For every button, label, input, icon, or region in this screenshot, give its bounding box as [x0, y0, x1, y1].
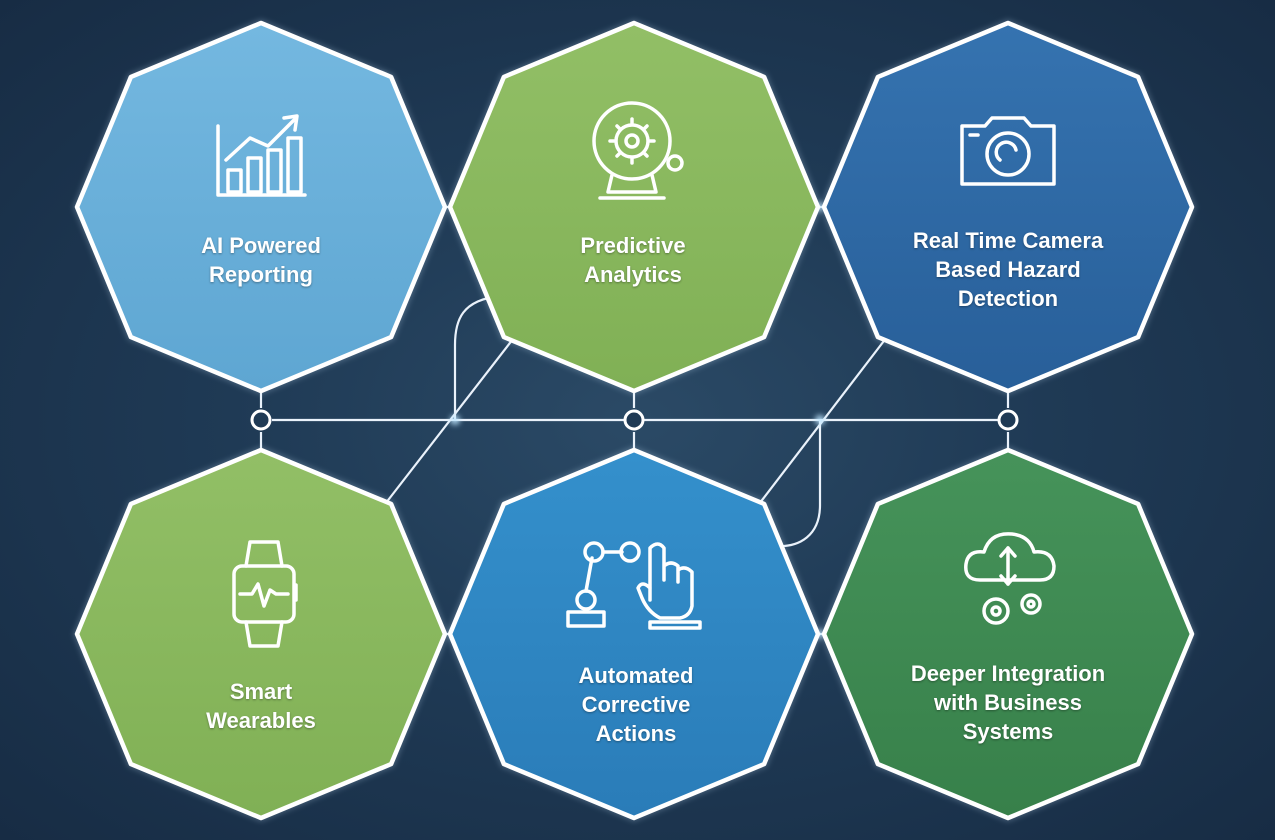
growth-chart-icon	[216, 114, 307, 197]
cloud-gears-icon	[964, 532, 1056, 625]
hex-tile-camera-hazard	[821, 20, 1195, 394]
gear-globe-icon	[592, 101, 684, 200]
connector-curve	[773, 420, 822, 548]
robot-arm-hand-icon	[566, 541, 702, 630]
junction-node	[250, 409, 272, 431]
camera-icon	[960, 116, 1056, 186]
smartwatch-icon	[232, 540, 298, 648]
junction-node	[997, 409, 1019, 431]
hex-tile-smart-wearables	[74, 447, 448, 821]
junction-nodes	[250, 409, 1019, 431]
hex-tile-business-integration	[821, 447, 1195, 821]
junction-node	[623, 409, 645, 431]
hex-tile-corrective-actions	[447, 447, 821, 821]
hex-tile-predictive-analytics	[447, 20, 821, 394]
hex-tile-ai-reporting	[74, 20, 448, 394]
